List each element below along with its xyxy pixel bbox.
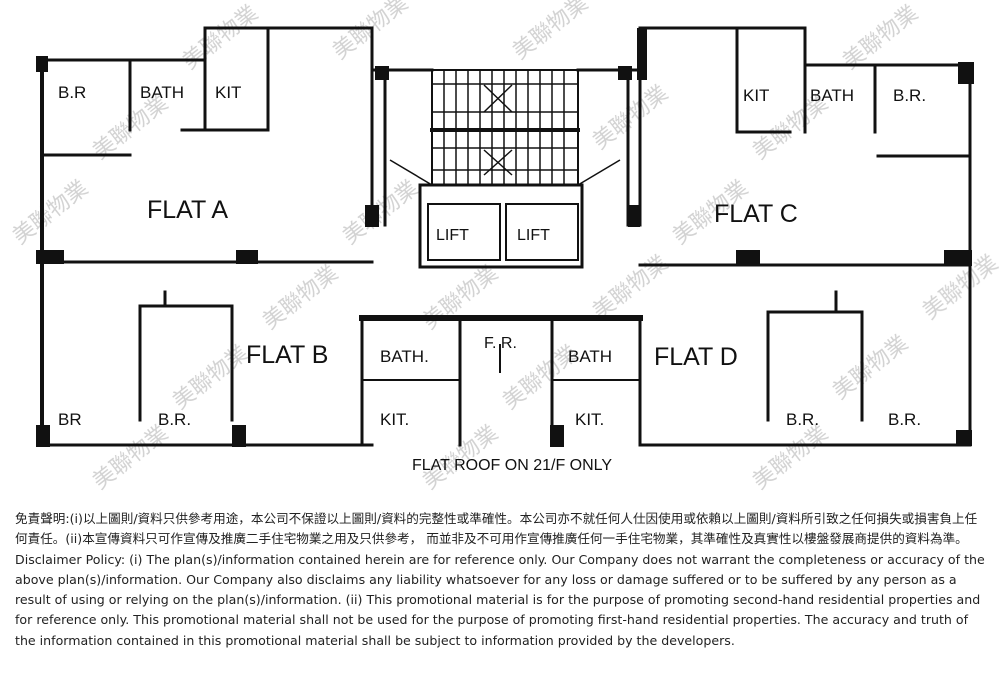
flat-roof-note: FLAT ROOF ON 21/F ONLY [412, 457, 612, 474]
room-label-br-c: B.R. [893, 86, 926, 105]
watermark: 美聯物業 [588, 251, 673, 325]
watermark: 美聯物業 [8, 176, 93, 250]
room-label-fr: F. R. [484, 335, 517, 352]
room-label-bath-c: BATH [810, 86, 854, 105]
watermark: 美聯物業 [258, 261, 343, 335]
flat-d-label: FLAT D [654, 343, 738, 371]
watermark: 美聯物業 [338, 176, 423, 250]
room-label-br-b2: B.R. [158, 410, 191, 429]
staircase [389, 70, 621, 186]
watermark: 美聯物業 [88, 421, 173, 495]
watermark: 美聯物業 [168, 341, 253, 415]
room-label-kit-c: KIT [743, 86, 769, 105]
flat-a-label: FLAT A [147, 196, 228, 224]
watermark: 美聯物業 [178, 1, 263, 75]
room-label-kit-d: KIT. [575, 410, 604, 429]
room-label-kit-a: KIT [215, 83, 241, 102]
room-label-bath-a: BATH [140, 83, 184, 102]
floor-plan: 美聯物業 美聯物業 美聯物業 美聯物業 美聯物業 美聯物業 美聯物業 美聯物業 … [8, 0, 1000, 495]
room-label-br-b1: BR [58, 410, 82, 429]
lift-label-2: LIFT [517, 227, 550, 244]
room-label-kit-b: KIT. [380, 410, 409, 429]
room-label-br-d1: B.R. [786, 410, 819, 429]
room-label-bath-b: BATH. [380, 347, 429, 366]
watermark: 美聯物業 [508, 0, 593, 65]
columns [36, 28, 974, 447]
disclaimer-zh: 免責聲明:(i)以上圖則/資料只供參考用途，本公司不保證以上圖則/資料的完整性或… [15, 511, 978, 547]
watermark: 美聯物業 [588, 81, 673, 155]
disclaimer: 免責聲明:(i)以上圖則/資料只供參考用途，本公司不保證以上圖則/資料的完整性或… [15, 509, 987, 651]
lift-label-1: LIFT [436, 227, 469, 244]
room-label-bath-d: BATH [568, 347, 612, 366]
watermark: 美聯物業 [748, 421, 833, 495]
room-labels: B.R BATH KIT FLAT A KIT BATH B.R. FLAT C… [58, 83, 926, 474]
flat-c-label: FLAT C [714, 200, 798, 228]
flat-b-label: FLAT B [246, 341, 328, 369]
room-label-br-d2: B.R. [888, 410, 921, 429]
room-label-br-a: B.R [58, 83, 86, 102]
disclaimer-en: Disclaimer Policy: (i) The plan(s)/infor… [15, 551, 985, 648]
watermark: 美聯物業 [828, 331, 913, 405]
